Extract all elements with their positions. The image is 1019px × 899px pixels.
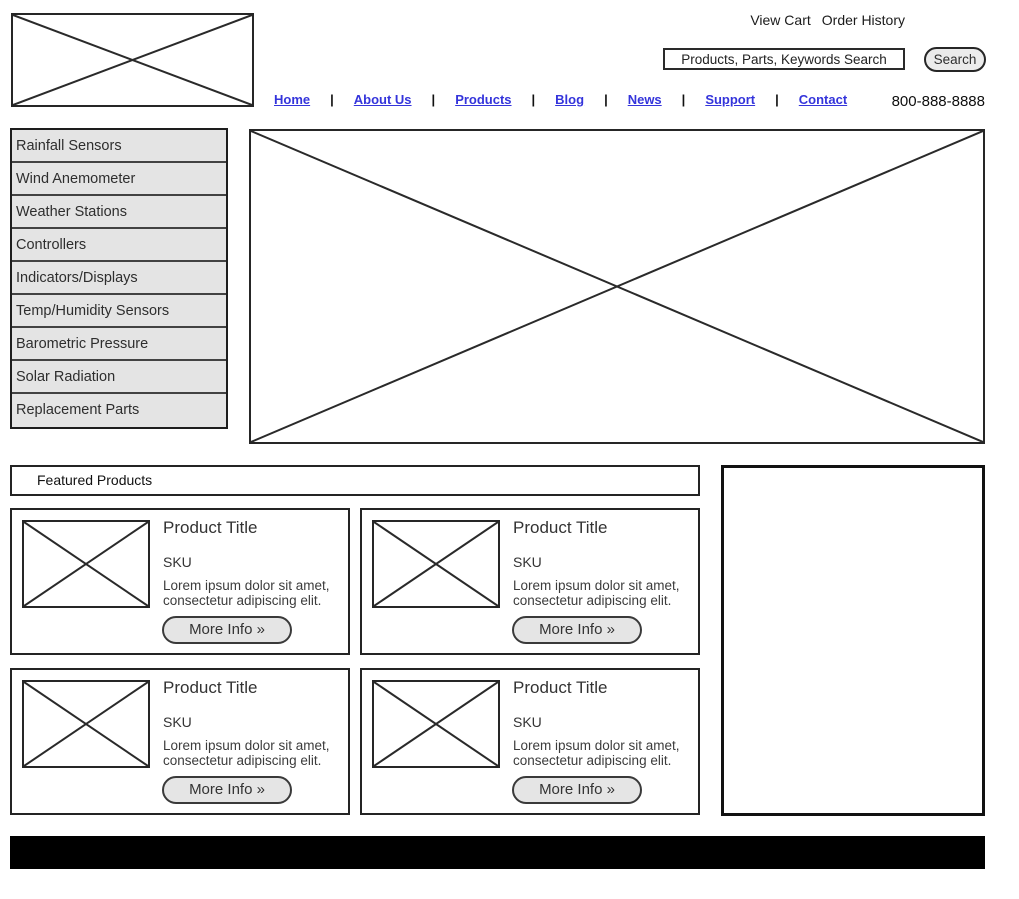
nav-link-about-us[interactable]: About Us bbox=[353, 92, 412, 107]
product-title: Product Title bbox=[513, 518, 608, 537]
nav-link-home[interactable]: Home bbox=[274, 92, 311, 107]
order-history-link[interactable]: Order History bbox=[821, 12, 905, 28]
more-info-button[interactable]: More Info » bbox=[512, 776, 642, 804]
product-description: Lorem ipsum dolor sit amet, consectetur … bbox=[513, 578, 680, 608]
product-title: Product Title bbox=[163, 518, 258, 537]
phone-number: 800-888-8888 bbox=[891, 93, 985, 110]
sidebar-item-controllers[interactable]: Controllers bbox=[12, 229, 226, 262]
placeholder-x-icon bbox=[24, 522, 148, 606]
nav-link-blog[interactable]: Blog bbox=[555, 92, 585, 107]
product-card: Product Title SKU Lorem ipsum dolor sit … bbox=[360, 668, 700, 815]
placeholder-x-icon bbox=[374, 682, 498, 766]
product-card: Product Title SKU Lorem ipsum dolor sit … bbox=[10, 668, 350, 815]
utility-links: View Cart Order History bbox=[750, 12, 905, 28]
nav-separator: | bbox=[681, 92, 686, 107]
placeholder-x-icon bbox=[374, 522, 498, 606]
product-description: Lorem ipsum dolor sit amet, consectetur … bbox=[513, 738, 680, 768]
product-card: Product Title SKU Lorem ipsum dolor sit … bbox=[10, 508, 350, 655]
product-title: Product Title bbox=[513, 678, 608, 697]
sidebar-item-temp-humidity[interactable]: Temp/Humidity Sensors bbox=[12, 295, 226, 328]
sidebar-item-wind-anemometer[interactable]: Wind Anemometer bbox=[12, 163, 226, 196]
placeholder-x-icon bbox=[13, 15, 252, 105]
placeholder-x-icon bbox=[251, 131, 983, 442]
more-info-button[interactable]: More Info » bbox=[162, 616, 292, 644]
product-card: Product Title SKU Lorem ipsum dolor sit … bbox=[360, 508, 700, 655]
more-info-button[interactable]: More Info » bbox=[162, 776, 292, 804]
product-sku: SKU bbox=[163, 714, 192, 730]
sidebar-item-solar-radiation[interactable]: Solar Radiation bbox=[12, 361, 226, 394]
featured-products-header: Featured Products bbox=[10, 465, 700, 496]
nav-separator: | bbox=[775, 92, 779, 107]
sidebar-item-indicators-displays[interactable]: Indicators/Displays bbox=[12, 262, 226, 295]
nav-separator: | bbox=[431, 92, 436, 107]
view-cart-link[interactable]: View Cart bbox=[750, 12, 811, 28]
product-description: Lorem ipsum dolor sit amet, consectetur … bbox=[163, 578, 330, 608]
product-sku: SKU bbox=[513, 714, 542, 730]
main-nav: Home | About Us | Products | Blog | News… bbox=[274, 92, 847, 107]
sidebar-item-barometric-pressure[interactable]: Barometric Pressure bbox=[12, 328, 226, 361]
nav-separator: | bbox=[531, 92, 536, 107]
search-input[interactable] bbox=[663, 48, 905, 70]
nav-separator: | bbox=[330, 92, 334, 107]
footer-bar bbox=[10, 836, 985, 869]
product-description: Lorem ipsum dolor sit amet, consectetur … bbox=[163, 738, 330, 768]
nav-link-contact[interactable]: Contact bbox=[798, 92, 848, 107]
more-info-button[interactable]: More Info » bbox=[512, 616, 642, 644]
nav-link-products[interactable]: Products bbox=[455, 92, 512, 107]
product-title: Product Title bbox=[163, 678, 258, 697]
product-image-placeholder bbox=[22, 680, 150, 768]
sidebar-item-replacement-parts[interactable]: Replacement Parts bbox=[12, 394, 226, 427]
category-sidebar: Rainfall Sensors Wind Anemometer Weather… bbox=[10, 128, 228, 429]
right-side-panel bbox=[721, 465, 985, 816]
nav-link-support[interactable]: Support bbox=[705, 92, 756, 107]
hero-image-placeholder bbox=[249, 129, 985, 444]
product-sku: SKU bbox=[163, 554, 192, 570]
placeholder-x-icon bbox=[24, 682, 148, 766]
nav-separator: | bbox=[604, 92, 608, 107]
product-image-placeholder bbox=[372, 680, 500, 768]
sidebar-item-weather-stations[interactable]: Weather Stations bbox=[12, 196, 226, 229]
product-sku: SKU bbox=[513, 554, 542, 570]
product-image-placeholder bbox=[372, 520, 500, 608]
logo-image-placeholder bbox=[11, 13, 254, 107]
product-image-placeholder bbox=[22, 520, 150, 608]
search-button[interactable]: Search bbox=[924, 47, 986, 72]
nav-link-news[interactable]: News bbox=[627, 92, 662, 107]
sidebar-item-rainfall-sensors[interactable]: Rainfall Sensors bbox=[12, 130, 226, 163]
